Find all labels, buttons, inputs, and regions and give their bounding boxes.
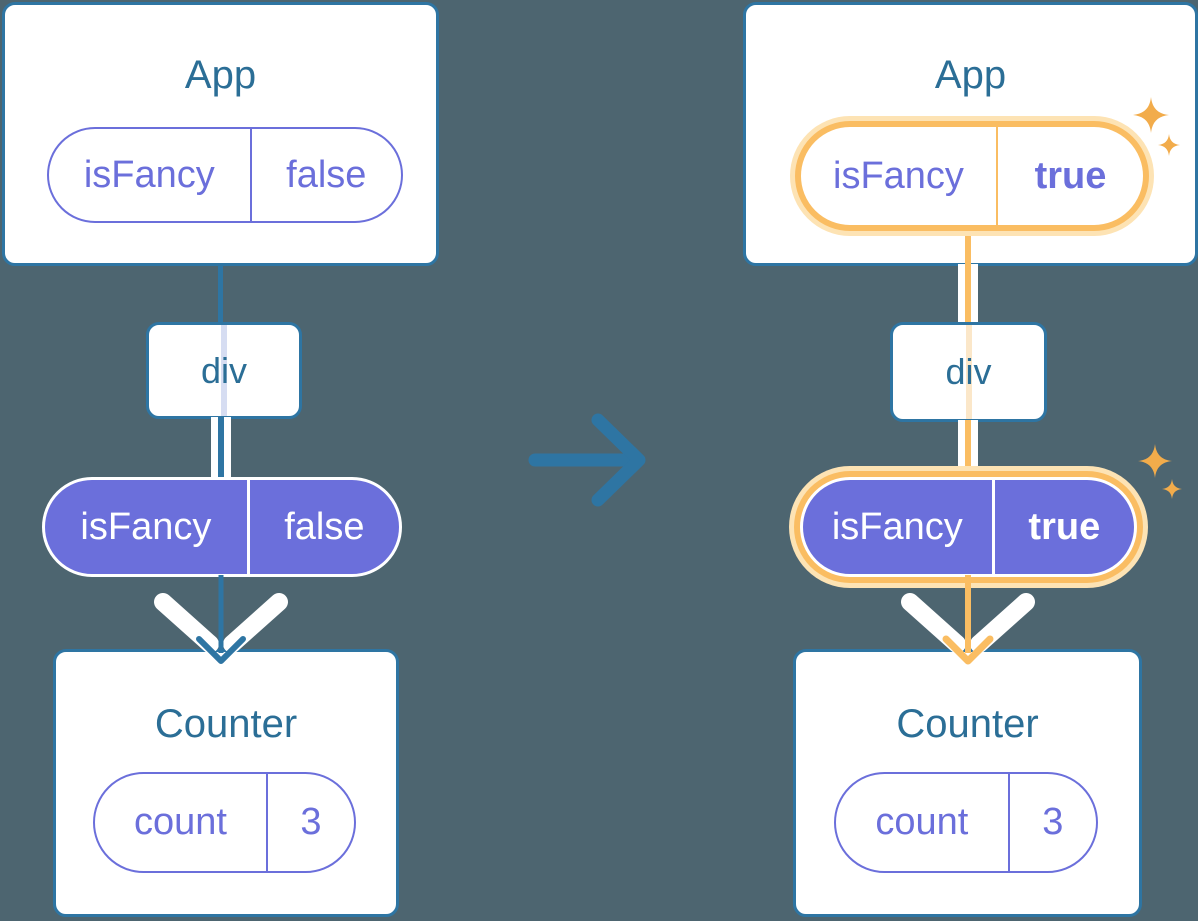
band-center-line — [965, 264, 971, 324]
counter-card: Counter count 3 — [53, 649, 399, 917]
prop-value: true — [995, 127, 1143, 225]
prop-name: isFancy — [83, 153, 215, 196]
app-card: App isFancy true — [743, 2, 1198, 266]
counter-state-pill: count 3 — [834, 772, 1098, 873]
prop-name: isFancy — [833, 154, 964, 197]
sparkle-icon — [1133, 97, 1169, 133]
counter-card: Counter count 3 — [793, 649, 1142, 917]
band-white-line — [211, 417, 218, 479]
passed-prop-pill: isFancy false — [42, 477, 402, 577]
transition-arrow-icon — [528, 413, 646, 507]
band-white-line — [971, 264, 978, 324]
counter-card-title: Counter — [154, 702, 298, 746]
prop-value: true — [991, 480, 1134, 574]
band-white-line — [971, 420, 978, 478]
prop-flow-band — [958, 420, 978, 478]
app-card-title: App — [934, 53, 1007, 97]
div-card-label: div — [200, 349, 248, 391]
prop-value: false — [249, 129, 401, 221]
sparkle-icon — [1162, 479, 1182, 499]
counter-state-pill: count 3 — [93, 772, 356, 873]
state-value: 3 — [265, 774, 354, 871]
prop-value: false — [246, 480, 399, 574]
state-name: count — [875, 801, 969, 843]
prop-name: isFancy — [80, 505, 212, 548]
passed-prop-pill-highlighted: isFancy true — [800, 477, 1137, 577]
sparkle-icon — [1158, 134, 1180, 156]
app-prop-pill-highlighted: isFancy true — [795, 121, 1149, 231]
band-center-line — [218, 417, 224, 479]
prop-name: isFancy — [831, 505, 963, 548]
prop-flow-band — [211, 417, 231, 479]
div-card: div — [146, 322, 302, 419]
prop-flow-line-faded — [221, 325, 227, 416]
down-arrow-icon-highlighted — [901, 575, 1035, 665]
counter-card-title: Counter — [896, 702, 1039, 746]
prop-flow-band — [958, 264, 978, 324]
state-name: count — [133, 801, 227, 843]
app-prop-pill: isFancy false — [47, 127, 403, 223]
band-white-line — [958, 264, 965, 324]
band-white-line — [224, 417, 231, 479]
sparkle-icon — [1138, 444, 1172, 478]
band-center-line — [965, 420, 971, 478]
app-card-title: App — [184, 53, 257, 97]
app-card: App isFancy false — [2, 2, 439, 266]
prop-flow-line — [218, 264, 223, 324]
down-arrow-icon — [154, 575, 288, 664]
div-card-label: div — [945, 351, 992, 392]
band-white-line — [958, 420, 965, 478]
state-value: 3 — [1007, 774, 1096, 871]
prop-flow-line-faded — [965, 325, 972, 419]
prop-flow-line-inner — [965, 227, 971, 265]
div-card: div — [890, 322, 1047, 422]
